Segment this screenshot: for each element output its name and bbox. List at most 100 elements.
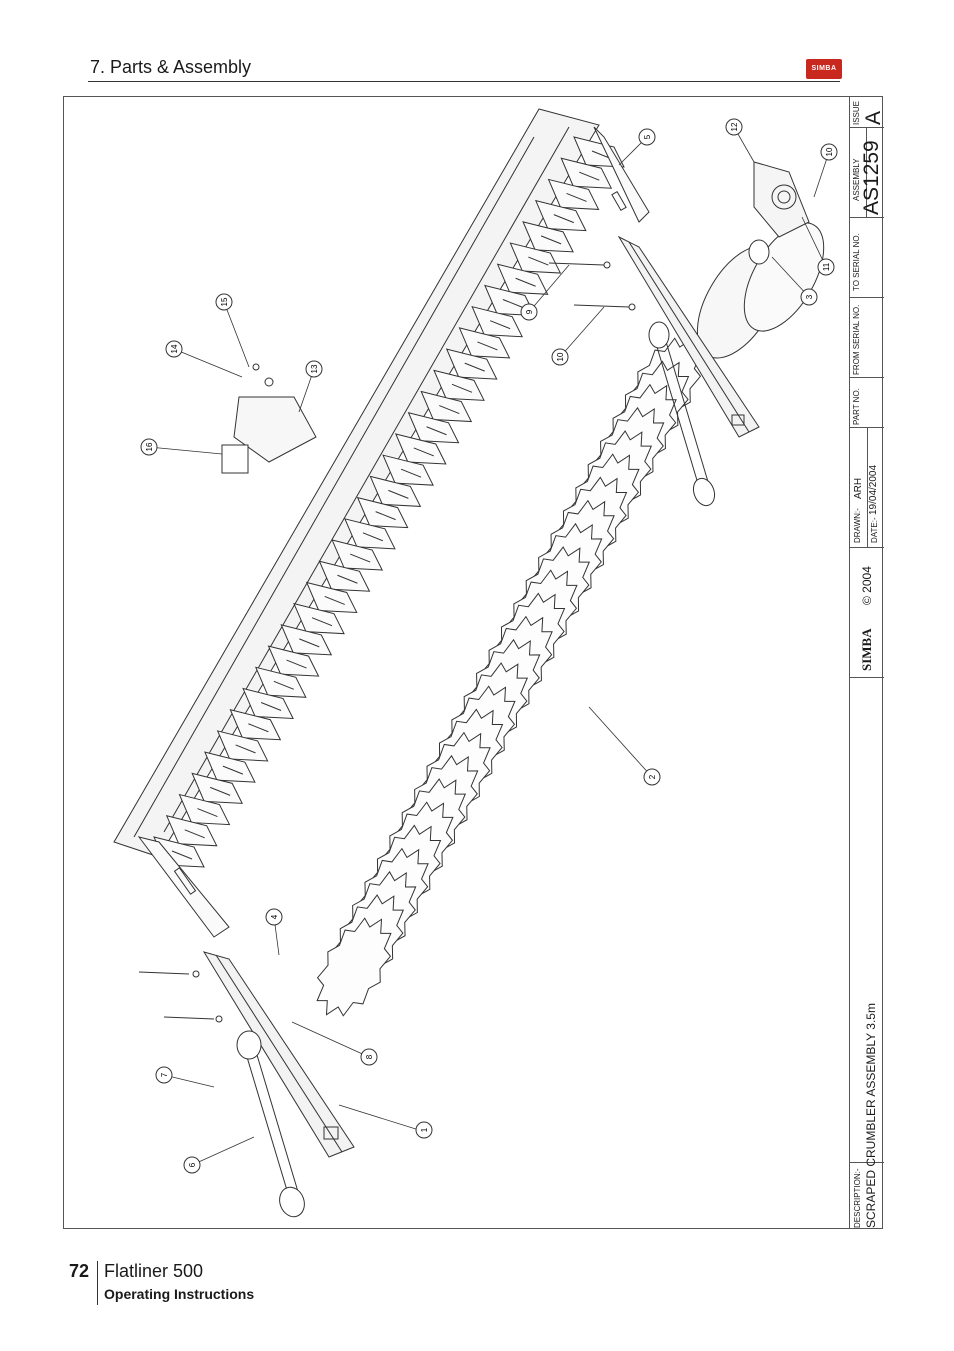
callout-label: 15 <box>220 297 229 306</box>
callout-13: 13 <box>305 360 323 378</box>
page-number: 72 <box>69 1261 90 1281</box>
bracket-detail <box>221 363 317 474</box>
date-value: 19/04/2004 <box>868 464 879 515</box>
callout-15: 15 <box>215 293 233 311</box>
assembly-number: AS1259 <box>860 140 883 215</box>
callout-label: 11 <box>822 262 831 271</box>
to-serial-label: TO SERIAL NO. <box>852 233 861 291</box>
callout-label: 4 <box>270 914 279 919</box>
scraper-blade <box>394 433 447 465</box>
section-title: 7. Parts & Assembly <box>90 57 252 77</box>
description-label: DESCRIPTION:- <box>853 1168 862 1228</box>
scraper-blade <box>509 242 562 274</box>
footer-divider <box>97 1261 98 1305</box>
scraper-blade <box>534 199 587 232</box>
callout-8: 8 <box>360 1048 378 1066</box>
scraper-blade <box>204 751 256 783</box>
callout-label: 2 <box>648 774 657 779</box>
title-block: ISSUE A ASSEMBLY AS1259 TO SERIAL NO. FR… <box>849 97 885 1229</box>
brand-logo: SIMBA <box>806 59 842 79</box>
scraper-blade <box>242 687 294 720</box>
copyright: © 2004 <box>860 566 874 605</box>
scraper-bar <box>113 108 600 858</box>
scraper-blade <box>267 645 320 677</box>
scraper-blade <box>305 581 358 613</box>
description-value: SCRAPED CRUMBLER ASSEMBLY 3.5m <box>864 1003 878 1228</box>
scraper-blade <box>254 666 307 698</box>
callout-label: 3 <box>805 294 814 299</box>
adjuster-rod-bottom <box>236 1030 305 1218</box>
scraper-blade <box>344 518 396 550</box>
callout-12: 12 <box>725 118 743 136</box>
issue-label: ISSUE <box>852 100 861 125</box>
bracket-top <box>593 126 650 223</box>
callout-label: 13 <box>310 364 319 373</box>
scraper-blade <box>293 602 345 635</box>
callout-10: 10 <box>820 143 838 161</box>
header-divider <box>88 81 840 82</box>
scraper-blade <box>369 475 422 507</box>
callout-label: 12 <box>730 122 739 131</box>
callout-3: 3 <box>800 288 818 306</box>
crumbler-roller <box>316 337 702 1017</box>
callout-5: 5 <box>638 128 656 146</box>
scraper-blade <box>445 348 498 380</box>
scraper-blade <box>471 305 524 338</box>
scraper-blade <box>331 539 384 571</box>
callout-11: 11 <box>817 258 835 276</box>
drawn-value: ARH <box>853 477 864 499</box>
scraper-blade <box>280 624 333 656</box>
scraper-blade <box>356 496 409 529</box>
from-serial-label: FROM SERIAL NO. <box>852 304 861 375</box>
bearing-assembly <box>748 161 810 265</box>
product-name: Flatliner 500 <box>104 1261 204 1281</box>
date-label: DATE:- <box>870 517 879 543</box>
scraper-blade <box>420 390 473 423</box>
callout-7: 7 <box>155 1066 173 1084</box>
crumbler-ring <box>316 917 392 1017</box>
drawn-label: DRAWN:- <box>853 508 862 543</box>
bracket-bottom <box>137 836 230 938</box>
scraper-blade <box>433 369 485 401</box>
callout-9: 9 <box>520 303 538 321</box>
scraper-blade <box>165 815 218 847</box>
bolts <box>138 261 636 1023</box>
scraper-blade <box>547 178 600 210</box>
drawing-frame <box>63 96 883 1229</box>
callout-16: 16 <box>140 438 158 456</box>
callout-4: 4 <box>265 908 283 926</box>
simba-logo: SIMBA <box>859 628 874 671</box>
callout-label: 6 <box>188 1162 197 1167</box>
callout-label: 1 <box>420 1127 429 1132</box>
part-no-label: PART NO. <box>852 388 861 425</box>
document-type: Operating Instructions <box>104 1286 255 1302</box>
scraper-blade <box>178 793 231 826</box>
callout-label: 10 <box>825 147 834 156</box>
scraper-blade <box>318 560 371 592</box>
issue-value: A <box>862 110 885 125</box>
scraper-blade <box>522 221 574 253</box>
scraper-blade <box>458 327 511 359</box>
callout-label: 16 <box>145 442 154 451</box>
scraper-blade <box>191 772 244 804</box>
callout-14: 14 <box>165 340 183 358</box>
frame-arm-top <box>617 235 760 438</box>
callout-10: 10 <box>551 348 569 366</box>
callout-label: 9 <box>525 309 534 314</box>
callout-label: 14 <box>170 344 179 353</box>
callout-label: 8 <box>365 1054 374 1059</box>
scraper-blade <box>216 730 269 762</box>
callout-2: 2 <box>643 768 661 786</box>
scraper-blade <box>407 412 460 444</box>
callout-label: 7 <box>160 1072 169 1077</box>
scraper-blade <box>496 263 549 295</box>
callout-6: 6 <box>183 1156 201 1174</box>
scraper-blade <box>560 157 613 189</box>
scraper-blades <box>153 136 625 868</box>
callout-label: 10 <box>556 352 565 361</box>
frame-arm-bottom <box>202 951 355 1158</box>
callout-label: 5 <box>643 134 652 139</box>
scraper-blade <box>382 454 434 486</box>
adjuster-rod-top <box>648 321 716 507</box>
